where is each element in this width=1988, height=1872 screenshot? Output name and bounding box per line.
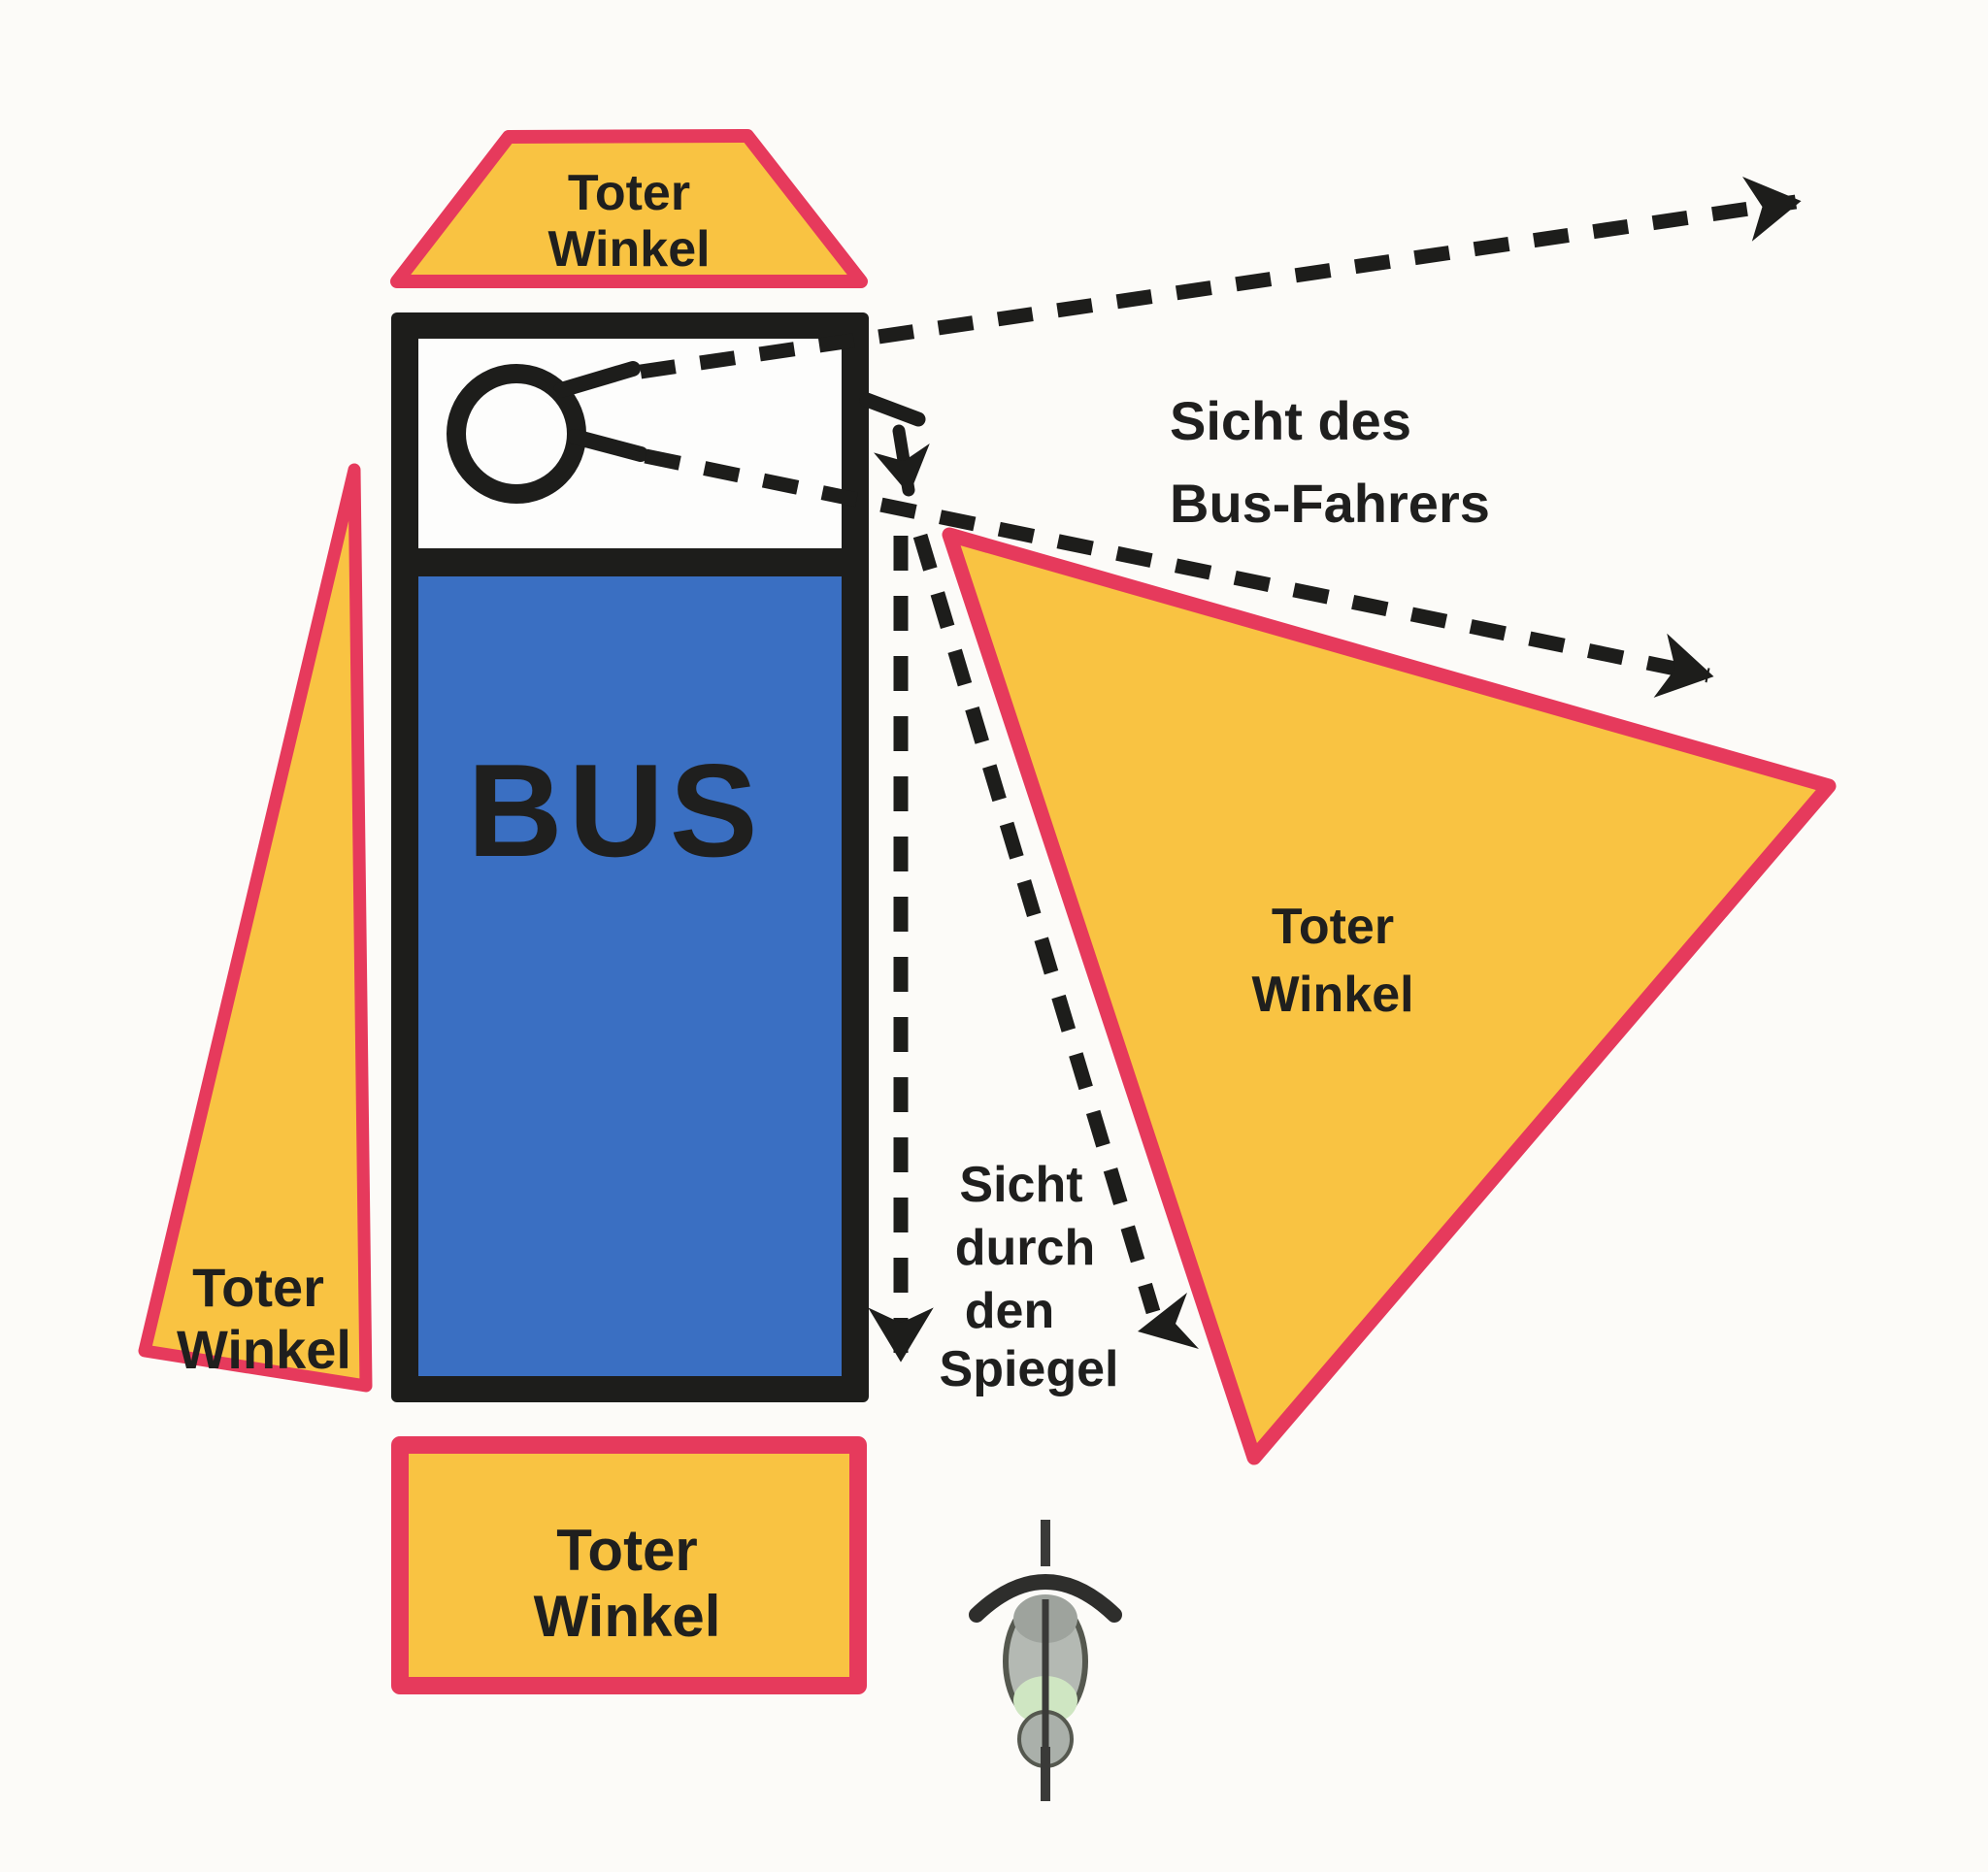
blind-spot-front: Toter Winkel: [390, 129, 868, 288]
blind-spot-left-shape: [138, 463, 373, 1393]
mirror-sight-diagonal-arrowhead-icon: [1138, 1293, 1199, 1349]
blind-spot-front-label-line1: Toter: [568, 165, 690, 221]
blind-spot-rear-shape: [391, 1436, 867, 1694]
mirror-view-label: Sicht durch den Spiegel: [940, 1157, 1119, 1397]
blind-spot-rear-label-line1: Toter: [556, 1518, 698, 1583]
mirror-sight-line-diagonal: [912, 533, 1161, 1315]
driver-sight-start-upper: [553, 361, 641, 398]
blind-spot-left: Toter Winkel: [138, 463, 373, 1393]
mirror-view-label-line4: Spiegel: [940, 1341, 1119, 1397]
side-mirror-icon: [859, 392, 926, 427]
driver-sight-line-lower-arrow: [644, 448, 1714, 698]
driver-view-label-line2: Bus-Fahrers: [1170, 473, 1490, 534]
blind-spot-front-label-line2: Winkel: [547, 221, 710, 278]
blind-spot-front-shape: [390, 129, 868, 288]
blind-spot-rear-label-line2: Winkel: [534, 1584, 721, 1649]
blind-spot-left-label-line1: Toter: [192, 1257, 324, 1318]
blind-spot-right-shape: [942, 527, 1837, 1465]
blind-spot-right-label-line1: Toter: [1272, 899, 1394, 955]
driver-view-label-line1: Sicht des: [1170, 390, 1411, 451]
blind-spot-right-label-line2: Winkel: [1251, 967, 1413, 1023]
driver-to-mirror-arrow: [874, 424, 930, 497]
driver-view-label: Sicht des Bus-Fahrers: [1170, 390, 1490, 534]
driver-sight-line-upper-arrow: [639, 176, 1802, 379]
bus: BUS: [391, 312, 926, 1402]
mirror-view-label-line2: durch: [955, 1220, 1095, 1276]
cyclist-handlebar: [969, 1574, 1122, 1623]
bus-label: BUS: [467, 737, 763, 884]
blind-spot-left-label-line2: Winkel: [177, 1319, 351, 1380]
bus-body: [418, 576, 842, 1376]
blind-spot-rear: Toter Winkel: [391, 1436, 867, 1694]
mirror-view-label-line1: Sicht: [959, 1157, 1082, 1213]
mirror-view-label-line3: den: [965, 1283, 1054, 1339]
cyclist-top-view-icon: [969, 1520, 1122, 1801]
blind-spot-right: Toter Winkel: [942, 527, 1837, 1465]
driver-sight-start-lower: [567, 429, 648, 462]
